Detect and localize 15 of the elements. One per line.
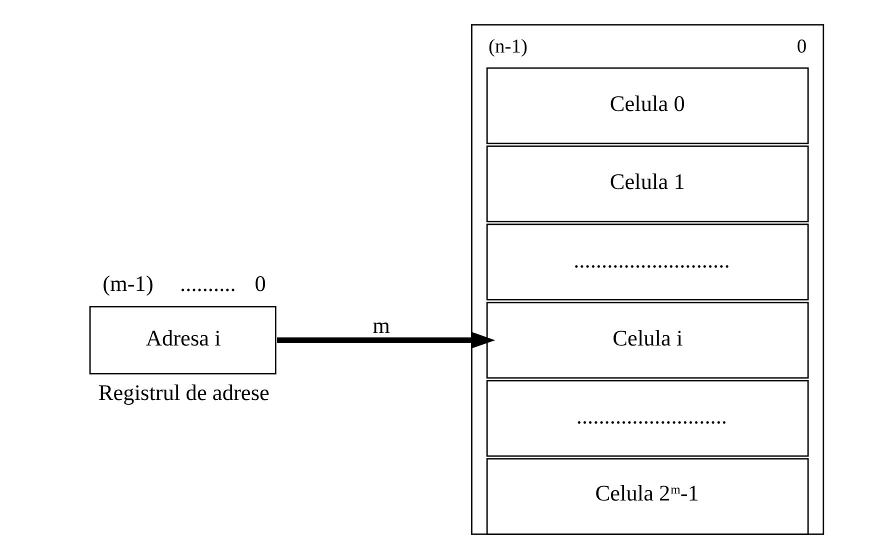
arrow bbox=[277, 332, 496, 349]
node-label: 0 bbox=[796, 36, 807, 58]
node-label: 0 bbox=[254, 271, 266, 296]
node-label: (n-1) bbox=[488, 36, 528, 58]
node-label: .......... bbox=[180, 271, 236, 296]
node-label: (m-1) bbox=[102, 271, 154, 296]
node-box: Adresa i bbox=[89, 306, 276, 374]
node-box: Celula 2$^{m}$-1 bbox=[486, 458, 809, 535]
node-box: Celula 1 bbox=[486, 146, 809, 222]
node-box: ............................ bbox=[486, 224, 809, 300]
node-box: Celula 0 bbox=[486, 67, 809, 144]
edge-label: m bbox=[372, 312, 390, 338]
node-box: Celula i bbox=[486, 302, 809, 379]
node-box: ........................... bbox=[486, 380, 809, 457]
node-label: Registrul de adrese bbox=[98, 380, 270, 405]
